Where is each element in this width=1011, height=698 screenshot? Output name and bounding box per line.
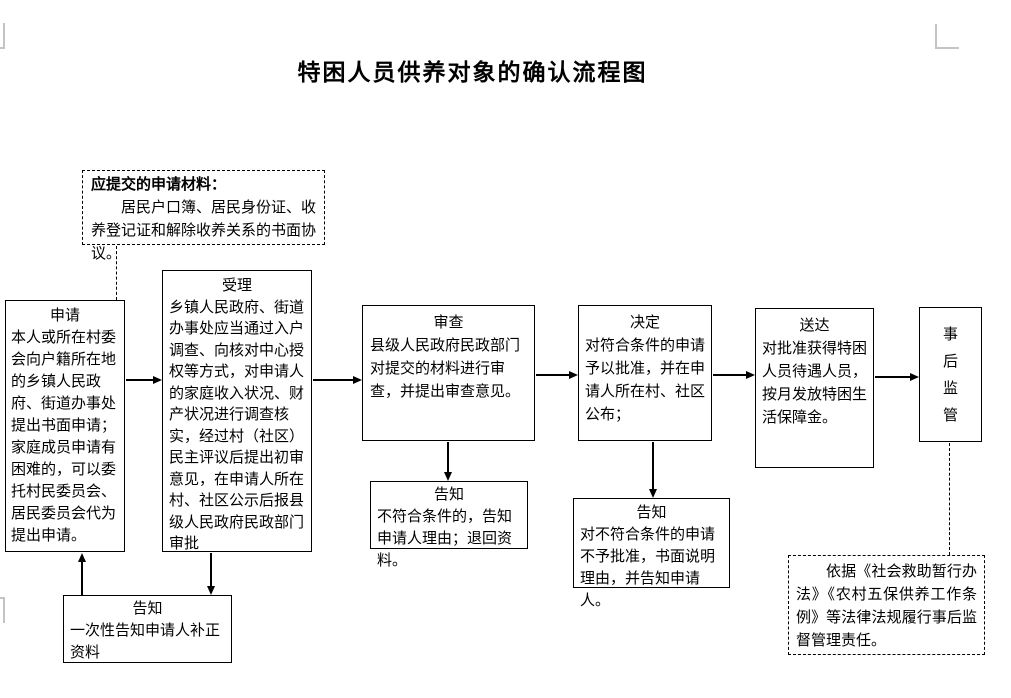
node-title: 告知 (132, 600, 163, 617)
arrow-shaft (81, 562, 83, 595)
node-body: 本人或所在村委会向户籍所在地的乡镇人民政府、街道办事处提出书面申请；家庭成员申请… (11, 329, 117, 544)
flow-node-deliver: 送达 对批准获得特困人员待遇人员，按月发放特困生活保障金。 (755, 308, 874, 468)
arrow-decide-to-notify-reject (646, 442, 660, 498)
arrow-review-to-decide (536, 368, 578, 382)
node-body: 乡镇人民政府、街道办事处应当通过入户调查、向核对中心授权等方式，对申请人的家庭收… (169, 298, 305, 553)
flow-node-decide: 决定 对符合条件的申请予以批准，并在申请人所在村、社区公布； (578, 305, 712, 441)
page-title: 特困人员供养对象的确认流程图 (297, 60, 648, 85)
arrow-shaft (875, 376, 910, 378)
node-body: 对不符合条件的申请不予批准，书面说明理由，并告知申请人。 (580, 526, 716, 609)
note-legal-basis-body: 依据《社会救助暂行办法》《农村五保供养工作条例》等法律法规履行事后监督管理责任。 (796, 563, 977, 649)
arrow-accept-to-review (313, 373, 362, 387)
arrow-shaft (713, 374, 746, 376)
node-title: 告知 (433, 486, 464, 503)
arrow-right-icon (353, 376, 362, 384)
arrow-down-icon (649, 489, 657, 498)
flow-node-notify-amend: 告知 一次性告知申请人补正资料 (63, 595, 232, 663)
arrow-right-icon (746, 371, 755, 379)
arrow-notify-amend-to-apply (75, 553, 89, 595)
flow-node-apply: 申请 本人或所在村委会向户籍所在地的乡镇人民政府、街道办事处提出书面申请；家庭成… (5, 300, 125, 552)
node-body: 县级人民政府民政部门对提交的材料进行审查，并提出审查意见。 (370, 337, 521, 400)
flow-node-review: 审查 县级人民政府民政部门对提交的材料进行审查，并提出审查意见。 (362, 305, 535, 441)
arrow-shaft (652, 442, 654, 489)
node-title: 告知 (636, 504, 667, 521)
flow-node-accept: 受理 乡镇人民政府、街道办事处应当通过入户调查、向核对中心授权等方式，对申请人的… (162, 270, 312, 552)
flow-node-notify-reject-decide: 告知 对不符合条件的申请不予批准，书面说明理由，并告知申请人。 (573, 498, 730, 609)
arrow-right-icon (153, 376, 162, 384)
arrow-down-icon (207, 586, 215, 595)
arrow-up-icon (78, 553, 86, 562)
node-body: 对批准获得特困人员待遇人员，按月发放特困生活保障金。 (762, 340, 868, 426)
arrow-review-to-notify-reject (441, 442, 455, 481)
arrow-shaft (447, 442, 449, 472)
note-required-materials-header: 应提交的申请材料： (91, 176, 227, 193)
margin-crop-mark-left-v (3, 597, 5, 623)
connector-supervise-to-legal (949, 443, 950, 555)
margin-crop-mark-top-right (935, 24, 937, 48)
arrow-shaft (126, 379, 153, 381)
node-body: 一次性告知申请人补正资料 (70, 622, 221, 661)
note-required-materials: 应提交的申请材料： 居民户口簿、居民身份证、收养登记证和解除收养关系的书面协议。 (82, 170, 325, 262)
arrow-accept-to-notify-amend (204, 553, 218, 595)
flow-node-notify-reject-review: 告知 不符合条件的，告知申请人理由；退回资料。 (370, 481, 528, 569)
arrow-shaft (210, 553, 212, 586)
arrow-right-icon (569, 371, 578, 379)
node-title: 事后监管 (942, 325, 958, 424)
node-body: 对符合条件的申请予以批准，并在申请人所在村、社区公布； (585, 337, 706, 423)
margin-crop-mark-left-h (0, 597, 5, 599)
node-title: 审查 (433, 314, 464, 331)
flow-node-supervise: 事后监管 (919, 307, 982, 442)
note-required-materials-body: 居民户口簿、居民身份证、收养登记证和解除收养关系的书面协议。 (91, 199, 317, 262)
arrow-down-icon (444, 472, 452, 481)
margin-crop-mark-top-right-h (935, 47, 959, 49)
node-body: 不符合条件的，告知申请人理由；退回资料。 (377, 508, 513, 569)
margin-crop-mark-top-left-h (0, 47, 5, 49)
node-title: 申请 (49, 307, 80, 324)
note-legal-basis: 依据《社会救助暂行办法》《农村五保供养工作条例》等法律法规履行事后监督管理责任。 (788, 555, 985, 655)
node-title: 决定 (629, 314, 660, 331)
arrow-shaft (536, 374, 569, 376)
arrow-right-icon (910, 373, 919, 381)
arrow-deliver-to-supervise (875, 370, 919, 384)
node-title: 受理 (221, 277, 252, 294)
margin-crop-mark-top-left (3, 23, 5, 48)
node-title: 送达 (799, 317, 830, 334)
arrow-shaft (313, 379, 353, 381)
arrow-decide-to-deliver (713, 368, 755, 382)
connector-materials-to-apply (116, 246, 117, 300)
arrow-apply-to-accept (126, 373, 162, 387)
